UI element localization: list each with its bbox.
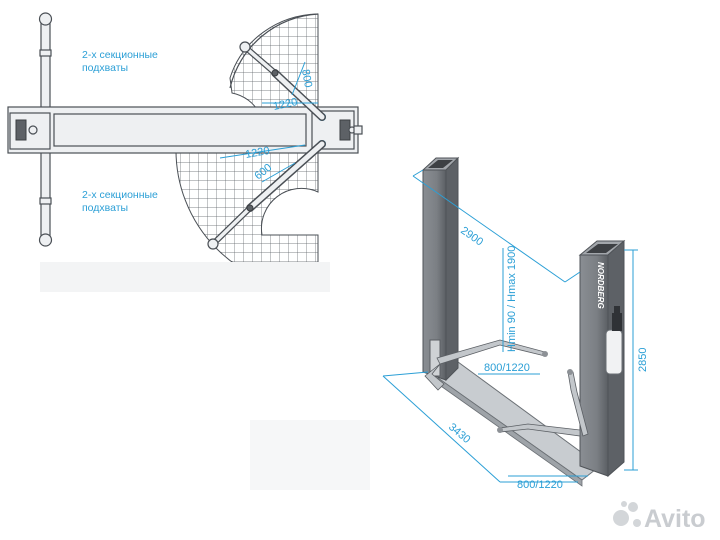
base-length-dim-line (382, 375, 501, 483)
column-brand-logo: NORDBERG (596, 262, 605, 309)
avito-dot-tiny (621, 501, 627, 507)
plan-label-bottom-line2: подхваты (82, 202, 128, 214)
right-arm-front-pad (567, 369, 573, 375)
top-arm-pad (239, 41, 251, 53)
left-bottom-pivot (38, 233, 53, 247)
bottom-long-dim-text: 1220 (244, 145, 270, 161)
top-arm-joint (271, 69, 279, 77)
plan-label-top-line1: 2-х секционные (82, 49, 158, 61)
bottom-long-dim-line (219, 144, 306, 159)
base-length-dim-tick-left (382, 371, 429, 377)
width-dim-line (412, 175, 566, 283)
top-short-dim-line (291, 61, 306, 96)
left-bar-clamp-bottom (39, 197, 52, 205)
left-carriage-pin (28, 125, 38, 135)
width-dim-text: 2900 (458, 225, 485, 249)
avito-dot-large (613, 510, 629, 526)
top-arm-swing-sector-outer (229, 13, 319, 89)
hydraulic-tank (605, 329, 623, 375)
width-dim-tick-left (412, 169, 424, 177)
left-bar-clamp-top (39, 49, 52, 57)
plan-label-bottom-line1: 2-х секционные (82, 189, 158, 201)
background-shade-2 (250, 420, 370, 490)
hydraulic-motor (612, 313, 622, 331)
base-length-dim-text: 3430 (446, 421, 472, 446)
right-column-top-hole (586, 244, 618, 253)
left-column-side (445, 156, 459, 382)
left-arm-rear-pad (542, 351, 548, 357)
perspective-view: NORDBERG 2900 Hmin 90 / Hmax 1900 800/12… (382, 156, 649, 491)
avito-dot-medium (628, 502, 638, 512)
top-long-dim-text: 1220 (272, 96, 298, 113)
avito-dot-small (633, 519, 641, 527)
height-range-dim-text: Hmin 90 / Hmax 1900 (506, 246, 518, 352)
plan-view: 800 1220 1220 600 2-х секционные подхват… (7, 12, 363, 291)
width-dim-tick-right (564, 271, 581, 283)
background-shade-1 (40, 262, 330, 292)
left-arm-front (424, 363, 445, 391)
bottom-arm-joint (246, 204, 254, 212)
left-column-top-hole (428, 160, 453, 168)
left-top-pivot (38, 12, 53, 26)
top-arm-outer-fill (243, 45, 277, 75)
top-short-dim-text: 800 (299, 68, 314, 88)
floor-base-plate (437, 361, 601, 481)
left-carriage-block (15, 119, 27, 141)
main-beam-inner (53, 113, 307, 147)
arm-front-dim-text: 800/1220 (484, 362, 530, 374)
bottom-short-dim-line (261, 162, 296, 183)
plan-label-top-line2: подхваты (82, 62, 128, 74)
avito-watermark-text: Avito (644, 505, 706, 533)
avito-watermark: Avito (613, 501, 706, 533)
bottom-arm-outer-fill (211, 206, 252, 246)
column-height-dim-text: 2850 (637, 348, 649, 372)
right-arm-rear-pad (497, 427, 503, 433)
bottom-arm-inner-fill (247, 141, 325, 211)
hydraulic-motor-cap (614, 306, 620, 314)
top-arm-inner-fill (272, 70, 325, 120)
right-carriage-lug (353, 125, 363, 135)
bottom-arm-pad (207, 238, 219, 250)
arm-back-dim-text: 800/1220 (517, 479, 563, 491)
